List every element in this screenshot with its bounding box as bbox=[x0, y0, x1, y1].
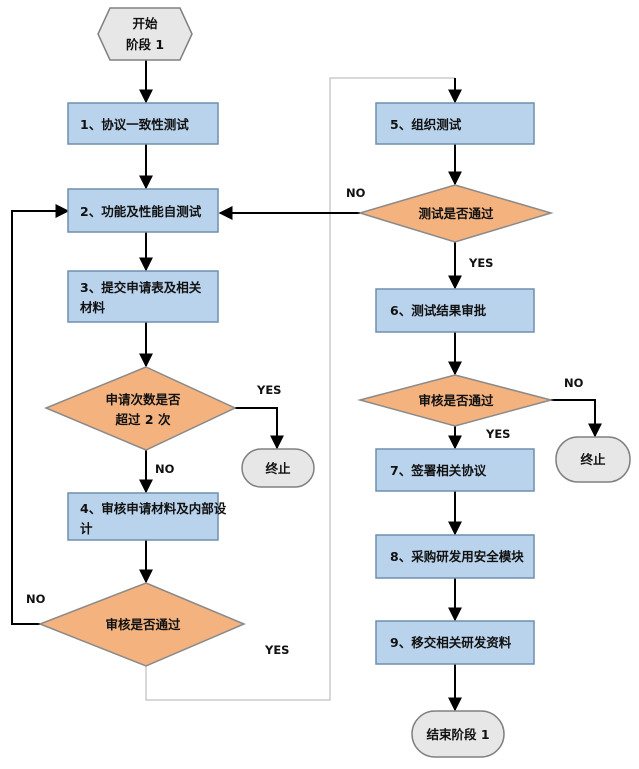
decision-4-label: 审核是否通过 bbox=[418, 393, 494, 408]
stop-left: 终止 bbox=[241, 448, 315, 488]
step-1-box bbox=[67, 102, 219, 145]
label-d2-no: NO bbox=[26, 592, 46, 606]
line-d2-yes-loop bbox=[145, 77, 455, 701]
decision-1-label-line1: 申请次数是否 bbox=[105, 392, 181, 407]
step-6-box bbox=[375, 288, 535, 333]
step-1: 1、协议一致性测试 bbox=[67, 102, 219, 145]
step-5-box bbox=[375, 102, 535, 145]
arrow-d4-no-to-stop bbox=[551, 399, 602, 438]
decision-1: 申请次数是否 超过 2 次 bbox=[44, 366, 237, 451]
decision-3: 测试是否通过 bbox=[357, 184, 554, 243]
connector-labels: YES NO NO YES NO YES NO YES bbox=[26, 186, 584, 657]
step-5-label: 5、组织测试 bbox=[390, 117, 462, 132]
decision-1-shape bbox=[44, 366, 237, 451]
stop-right: 终止 bbox=[555, 436, 631, 483]
start-shape bbox=[97, 7, 193, 61]
step-3-label-line1: 3、提交申请表及相关 bbox=[80, 280, 202, 295]
start-label-line2: 阶段 1 bbox=[126, 37, 164, 52]
step-4-label-line2: 计 bbox=[80, 521, 93, 536]
decision-2-shape bbox=[37, 582, 246, 667]
step-2-box bbox=[67, 188, 219, 233]
step-4-box bbox=[67, 492, 219, 541]
connectors bbox=[11, 60, 602, 712]
decision-3-shape bbox=[357, 184, 554, 243]
step-2: 2、功能及性能自测试 bbox=[67, 188, 219, 233]
step-4: 4、审核申请材料及内部设 计 bbox=[67, 492, 227, 541]
step-7: 7、签署相关协议 bbox=[375, 448, 535, 492]
decision-4-shape bbox=[357, 374, 554, 427]
step-3: 3、提交申请表及相关 材料 bbox=[67, 270, 219, 323]
step-3-label-line2: 材料 bbox=[79, 300, 106, 315]
end-label: 结束阶段 1 bbox=[426, 727, 489, 742]
stop-left-label: 终止 bbox=[265, 461, 291, 476]
stop-left-shape bbox=[241, 448, 315, 488]
step-5: 5、组织测试 bbox=[375, 102, 535, 145]
label-d1-no: NO bbox=[155, 462, 175, 476]
step-4-label-line1: 4、审核申请材料及内部设 bbox=[80, 501, 227, 516]
end-node: 结束阶段 1 bbox=[411, 710, 505, 758]
step-9: 9、移交相关研发资料 bbox=[375, 620, 535, 665]
stop-right-shape bbox=[555, 436, 631, 483]
step-9-label: 9、移交相关研发资料 bbox=[390, 635, 512, 650]
step-6-label: 6、测试结果审批 bbox=[390, 303, 487, 318]
label-d3-no: NO bbox=[346, 186, 366, 200]
step-2-label: 2、功能及性能自测试 bbox=[80, 204, 202, 219]
label-d4-yes: YES bbox=[485, 427, 510, 441]
decision-4: 审核是否通过 bbox=[357, 374, 554, 427]
start-node: 开始 阶段 1 bbox=[97, 7, 193, 61]
decision-1-label-line2: 超过 2 次 bbox=[115, 412, 171, 427]
step-9-box bbox=[375, 620, 535, 665]
step-8-box bbox=[375, 534, 535, 579]
end-shape bbox=[411, 710, 505, 758]
start-label-line1: 开始 bbox=[132, 16, 158, 31]
decision-2-label: 审核是否通过 bbox=[105, 617, 181, 632]
label-d1-yes: YES bbox=[256, 383, 281, 397]
stop-right-label: 终止 bbox=[580, 452, 606, 467]
step-8: 8、采购研发用安全模块 bbox=[375, 534, 535, 579]
step-7-box bbox=[375, 448, 535, 492]
step-3-box bbox=[67, 270, 219, 323]
label-d2-yes: YES bbox=[264, 643, 289, 657]
decision-3-label: 测试是否通过 bbox=[418, 206, 494, 221]
label-d4-no: NO bbox=[564, 376, 584, 390]
label-d3-yes: YES bbox=[468, 256, 493, 270]
arrow-d2-no-to-s2 bbox=[11, 204, 70, 625]
step-8-label: 8、采购研发用安全模块 bbox=[390, 549, 524, 564]
arrow-d1-yes-to-stop bbox=[235, 407, 284, 450]
decision-2: 审核是否通过 bbox=[37, 582, 246, 667]
step-7-label: 7、签署相关协议 bbox=[390, 463, 487, 478]
step-6: 6、测试结果审批 bbox=[375, 288, 535, 333]
step-1-label: 1、协议一致性测试 bbox=[80, 117, 189, 132]
